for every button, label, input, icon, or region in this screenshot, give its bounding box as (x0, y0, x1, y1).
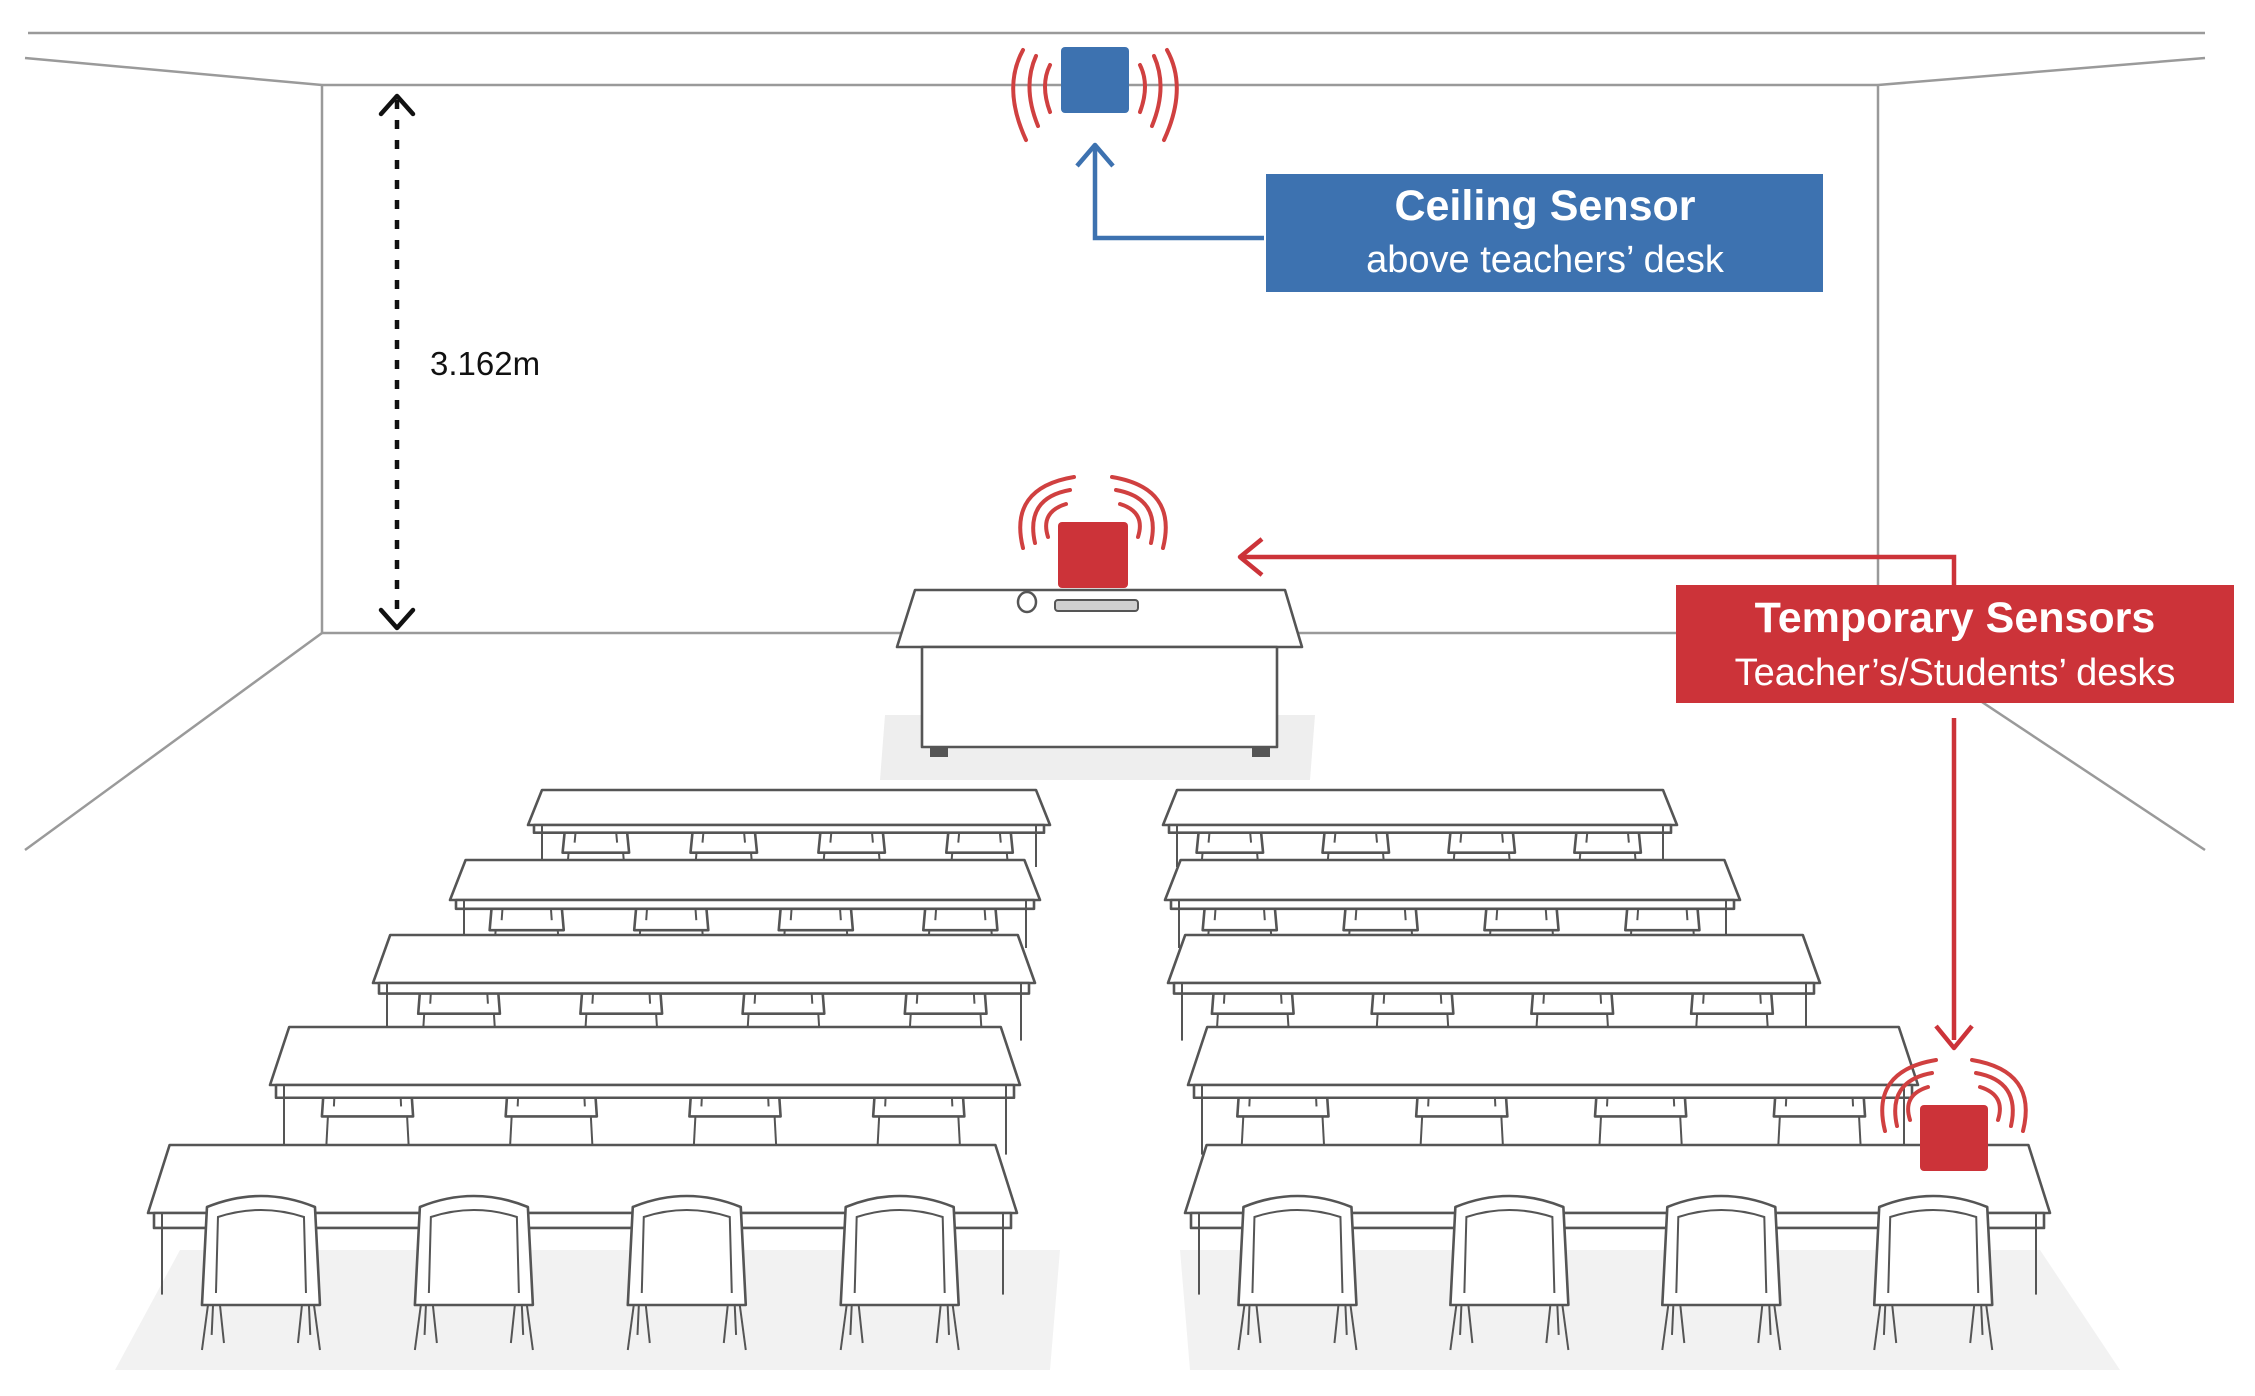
desk-top (1163, 858, 1742, 902)
desk-sensor-icon (1018, 475, 1168, 588)
chair-leg (1757, 1304, 1764, 1344)
desk-front (1167, 823, 1673, 834)
desk-front (1189, 1211, 2046, 1230)
desk-top (526, 788, 1052, 827)
desk-top (1161, 788, 1679, 827)
temporary-callout-arrow-top (1237, 537, 1957, 588)
chair-leg (839, 1304, 848, 1351)
desk-top (1186, 1025, 1920, 1087)
chair-leg (200, 1304, 209, 1351)
chair-leg (1255, 1304, 1262, 1344)
chair-backrest-inner (853, 1209, 946, 1294)
desk-top (268, 1025, 1022, 1087)
teacher-desk (895, 588, 1304, 757)
desk-top (1166, 933, 1822, 985)
chair-leg (1237, 1304, 1246, 1351)
chair (200, 1194, 322, 1307)
chair-backrest-inner (214, 1209, 307, 1294)
chair-leg (1873, 1304, 1882, 1351)
chair (1872, 1194, 1994, 1307)
student-desk-group (448, 858, 1042, 983)
desk-front (454, 898, 1036, 911)
chair-leg (509, 1304, 516, 1344)
chair-leg (626, 1304, 635, 1351)
chair-leg (1467, 1304, 1474, 1344)
chair-leg (1545, 1304, 1552, 1344)
chair-leg (525, 1304, 534, 1351)
desk-top (1183, 1143, 2052, 1215)
signal-waves-icon (1011, 48, 1179, 142)
chair-leg (722, 1304, 729, 1344)
chair-backrest-inner (1675, 1209, 1768, 1294)
ceiling-sensor-icon (1011, 47, 1179, 142)
chair-backrest-inner (1887, 1209, 1980, 1294)
chair-leg (1349, 1304, 1358, 1351)
chair-backrest-inner (640, 1209, 733, 1294)
chair-leg (1449, 1304, 1458, 1351)
temporary-callout-title: Temporary Sensors (1755, 594, 2156, 642)
chair-leg (738, 1304, 747, 1351)
desk-front (1169, 898, 1736, 911)
chair-leg (218, 1304, 225, 1344)
chair-leg (1891, 1304, 1898, 1344)
chair-backrest-inner (1251, 1209, 1344, 1294)
chair-leg (1773, 1304, 1782, 1351)
chair-leg (951, 1304, 960, 1351)
desk-top (448, 858, 1042, 902)
desk-front (1192, 1083, 1914, 1100)
student-desk-group (1166, 933, 1822, 1077)
ceiling-callout-subtitle: above teachers’ desk (1366, 239, 1725, 281)
desk-front (532, 823, 1046, 834)
desk-front (377, 981, 1031, 995)
chair-leg (935, 1304, 942, 1344)
desk-top (371, 933, 1037, 985)
chair-leg (1985, 1304, 1994, 1351)
desk-front (274, 1083, 1016, 1100)
ceiling-callout-arrow (1075, 142, 1264, 241)
chair-backrest-inner (1463, 1209, 1556, 1294)
ceiling-callout: Ceiling Sensor above teachers’ desk (1266, 174, 1823, 292)
chair (839, 1194, 960, 1307)
chair-leg (1333, 1304, 1340, 1344)
chair-leg (431, 1304, 438, 1344)
chair-leg (1661, 1304, 1670, 1351)
chair-leg (1561, 1304, 1570, 1351)
chair (1661, 1194, 1782, 1307)
height-dimension (378, 93, 416, 631)
student-desk-group (371, 933, 1037, 1077)
chair (413, 1194, 535, 1307)
temporary-callout: Temporary Sensors Teacher’s/Students’ de… (1676, 585, 2234, 703)
chair-leg (857, 1304, 864, 1344)
student-desk-group (1186, 1025, 1920, 1192)
temporary-callout-arrow-bottom (1934, 718, 1974, 1051)
ceiling-callout-title: Ceiling Sensor (1394, 182, 1695, 230)
desk-front (1172, 981, 1816, 995)
student-desk-sensor-icon (1880, 1058, 2028, 1171)
temporary-callout-subtitle: Teacher’s/Students’ desks (1735, 652, 2176, 694)
student-desk-group (526, 788, 1052, 899)
chair-leg (413, 1304, 422, 1351)
chair (1449, 1194, 1570, 1307)
chair-leg (296, 1304, 303, 1344)
chair-backrest-inner (427, 1209, 520, 1294)
chair-leg (1969, 1304, 1976, 1344)
chair (1237, 1194, 1358, 1307)
chair-leg (644, 1304, 651, 1344)
chair (626, 1194, 748, 1307)
chair-leg (312, 1304, 321, 1351)
desk-front (152, 1211, 1013, 1230)
chair-leg (1679, 1304, 1686, 1344)
height-label: 3.162m (430, 345, 540, 382)
desk-top (146, 1143, 1019, 1215)
student-desks (146, 788, 2052, 1351)
